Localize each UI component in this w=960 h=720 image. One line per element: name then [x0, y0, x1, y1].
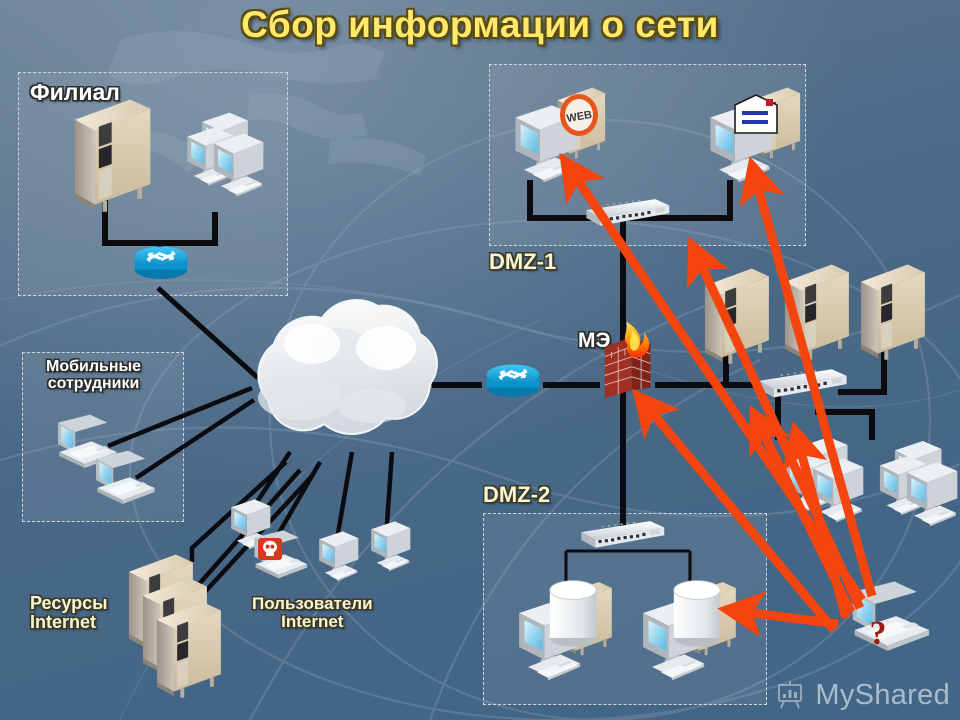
attack-arrow-to-lan-switch: [686, 236, 865, 610]
